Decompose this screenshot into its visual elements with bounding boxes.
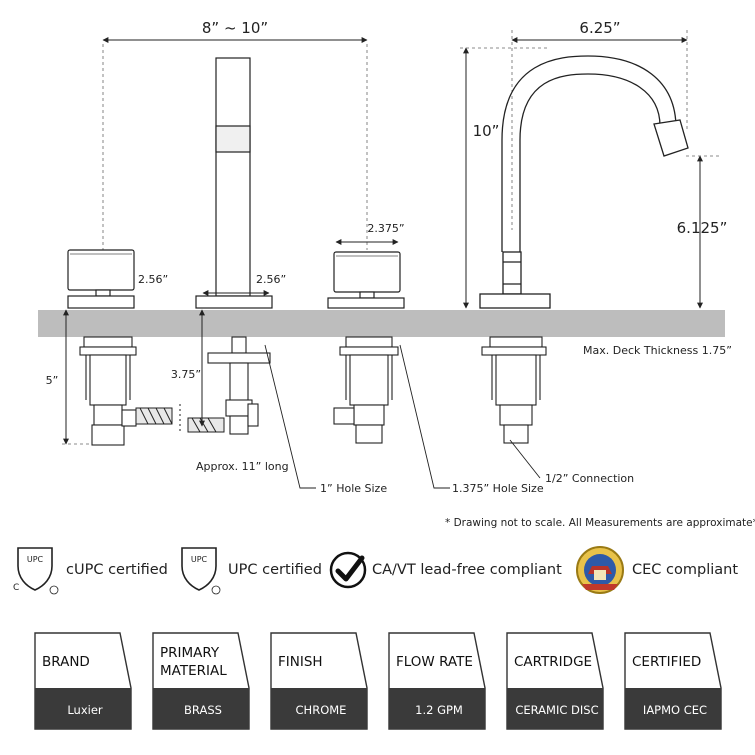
cert-lead-free: CA/VT lead-free compliant xyxy=(328,540,562,600)
spec-value: CHROME xyxy=(295,702,347,717)
center-column xyxy=(195,57,273,309)
cert-cec-label: CEC compliant xyxy=(632,562,739,578)
deck-slab xyxy=(38,310,725,337)
spec-card-certified: CERTIFIED IAPMO CEC xyxy=(624,632,722,730)
center-valve-assembly xyxy=(207,336,271,435)
spec-value: BRASS xyxy=(184,702,222,717)
spec-title: FLOW RATE xyxy=(396,654,473,670)
cupc-shield-icon: UPC C xyxy=(13,547,59,595)
spec-card-flow-rate: FLOW RATE 1.2 GPM xyxy=(388,632,486,730)
certifications-row: UPC C cUPC certified UPC UPC certified C… xyxy=(0,540,755,600)
spec-cards-row: BRAND Luxier PRIMARY MATERIAL BRASS FINI… xyxy=(0,632,755,732)
connection-label: 1/2” Connection xyxy=(545,472,634,485)
spec-title: CERTIFIED xyxy=(632,654,702,670)
shank-label: 5” xyxy=(46,374,59,387)
cec-seal-icon xyxy=(576,546,624,594)
spread-label: 8” ~ 10” xyxy=(202,19,268,37)
spec-value: CERAMIC DISC xyxy=(515,702,599,717)
cert-upc: UPC UPC certified xyxy=(176,540,322,600)
scale-note: * Drawing not to scale. All Measurements… xyxy=(445,517,755,529)
right-handle xyxy=(327,251,405,309)
hole-size-handle-label: 1.375” Hole Size xyxy=(452,482,544,495)
center-base-dimension: 2.56” xyxy=(202,273,286,296)
shank-dimension: 5” xyxy=(46,309,90,445)
spec-card-material: PRIMARY MATERIAL BRASS xyxy=(152,632,250,730)
cert-upc-label: UPC certified xyxy=(228,562,322,578)
spec-title: CARTRIDGE xyxy=(514,654,593,670)
spec-value: 1.2 GPM xyxy=(415,702,463,717)
hole-size-center-label: 1” Hole Size xyxy=(320,482,387,495)
spec-value: IAPMO CEC xyxy=(642,702,708,717)
reach-dimension: 6.25” xyxy=(511,19,688,230)
cert-cec: CEC compliant xyxy=(574,540,738,600)
valve-length-dimension: 3.75” xyxy=(171,309,205,427)
upc-shield-icon: UPC xyxy=(181,547,221,595)
spec-card-brand: BRAND Luxier xyxy=(34,632,132,730)
valve-length-label: 3.75” xyxy=(171,368,201,381)
height-dimension: 10” xyxy=(460,47,548,309)
spec-value: Luxier xyxy=(67,702,103,717)
spout-height-dimension: 6.125” xyxy=(677,155,728,309)
left-handle-height-label: 2.56” xyxy=(138,273,168,286)
svg-text:UPC: UPC xyxy=(191,555,208,564)
deck-thickness-label: Max. Deck Thickness 1.75” xyxy=(583,344,732,357)
spout-height-label: 6.125” xyxy=(677,219,728,237)
height-label: 10” xyxy=(473,122,500,140)
leader-lines xyxy=(264,344,541,489)
spout-shank-assembly xyxy=(481,336,547,444)
left-valve-assembly xyxy=(79,336,137,446)
spec-card-finish: FINISH CHROME xyxy=(270,632,368,730)
checkmark-circle-icon xyxy=(329,551,367,589)
center-base-label: 2.56” xyxy=(256,273,286,286)
spec-card-cartridge: CARTRIDGE CERAMIC DISC xyxy=(506,632,604,730)
hose-length-label: Approx. 11” long xyxy=(196,460,289,473)
svg-text:UPC: UPC xyxy=(27,555,44,564)
gooseneck-spout xyxy=(479,55,689,309)
left-handle xyxy=(67,249,135,309)
spec-title: FINISH xyxy=(278,654,323,670)
spec-title: BRAND xyxy=(42,654,90,670)
reach-label: 6.25” xyxy=(579,19,620,37)
cert-lead-free-label: CA/VT lead-free compliant xyxy=(372,562,562,578)
cert-cupc-label: cUPC certified xyxy=(66,562,168,578)
handle-width-dimension: 2.375” xyxy=(335,222,405,245)
right-valve-assembly xyxy=(333,336,399,444)
svg-text:C: C xyxy=(13,583,19,593)
braided-hose xyxy=(135,404,225,433)
cert-cupc: UPC C cUPC certified xyxy=(10,540,168,600)
spread-dimension: 8” ~ 10” xyxy=(102,19,368,250)
handle-width-label: 2.375” xyxy=(367,222,404,235)
spec-title: PRIMARY MATERIAL xyxy=(160,645,227,679)
